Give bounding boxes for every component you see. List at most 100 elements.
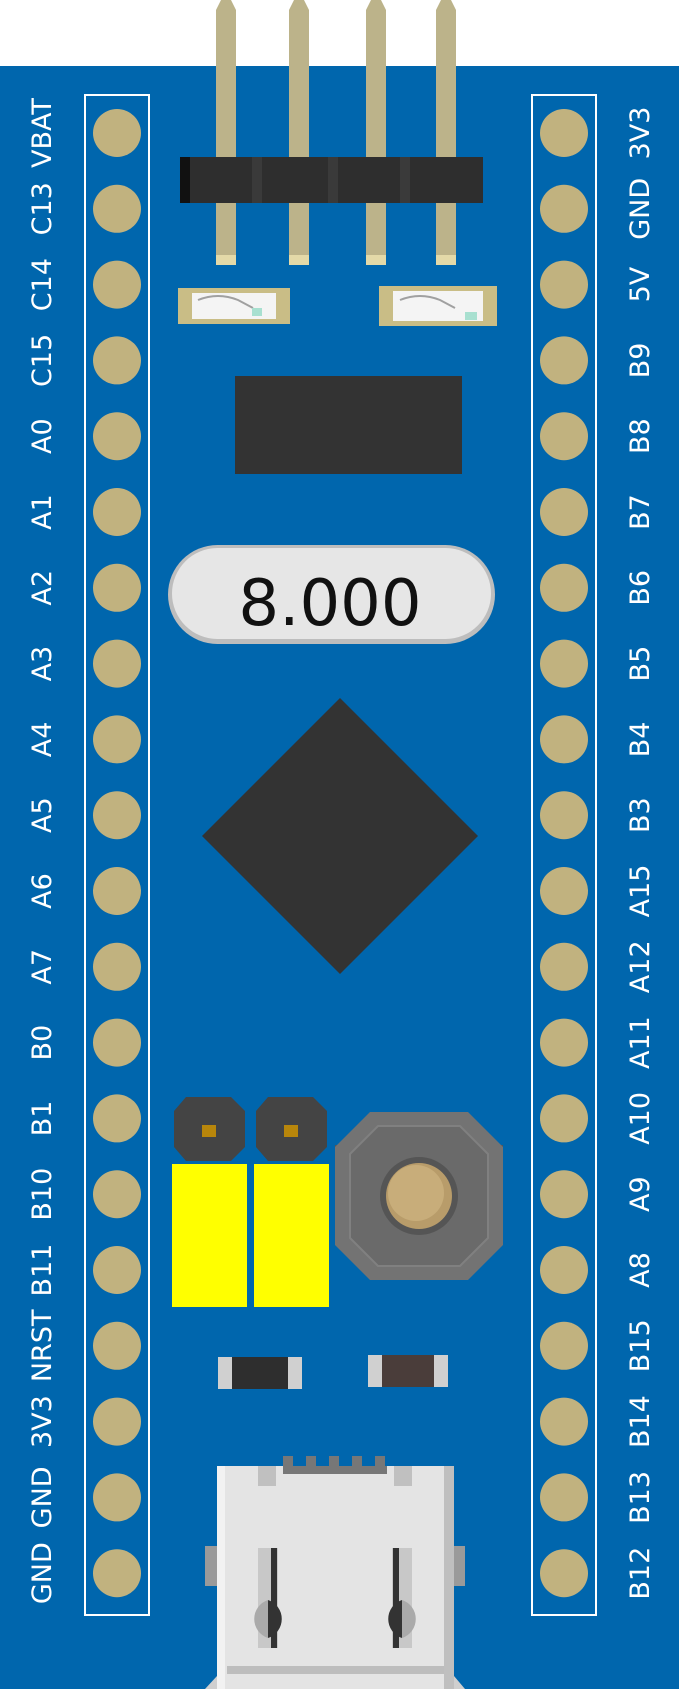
right-header-pad bbox=[540, 488, 588, 536]
crystal-label: 8.000 bbox=[238, 567, 421, 641]
right-header-pad bbox=[540, 1246, 588, 1294]
left-header-pad bbox=[93, 639, 141, 688]
right-header-pad bbox=[540, 1170, 588, 1219]
left-header-pad bbox=[93, 1246, 141, 1294]
four-pin-header bbox=[180, 0, 483, 265]
header-pin bbox=[366, 0, 386, 265]
right-header-pad bbox=[540, 1549, 588, 1598]
right-header-pad bbox=[540, 867, 588, 915]
reset-button bbox=[335, 1112, 503, 1280]
right-header-pad bbox=[540, 639, 588, 688]
left-pin-label: GND bbox=[27, 1542, 58, 1604]
crystal-oscillator: 8.000 bbox=[168, 545, 495, 644]
right-header-pad bbox=[540, 260, 588, 309]
right-pin-label: B6 bbox=[625, 570, 656, 606]
left-pin-label: A1 bbox=[27, 494, 58, 530]
right-pads bbox=[540, 109, 588, 1598]
left-header-pad bbox=[93, 1473, 141, 1522]
header-pin bbox=[216, 0, 236, 265]
left-header-pad bbox=[93, 942, 141, 991]
regulator-chip bbox=[235, 376, 462, 474]
left-pin-label: A0 bbox=[27, 418, 58, 454]
left-pin-label: A4 bbox=[27, 722, 58, 758]
right-pin-label: B8 bbox=[625, 418, 656, 454]
left-header-pad bbox=[93, 1397, 141, 1446]
mcu-chip bbox=[202, 698, 478, 974]
right-pin-label: B13 bbox=[625, 1471, 656, 1524]
left-pin-label: B1 bbox=[27, 1101, 58, 1137]
left-pin-label: B10 bbox=[27, 1168, 58, 1221]
right-pin-labels: 3V3GND5VB9B8B7B6B5B4B3A15A12A11A10A9A8B1… bbox=[625, 107, 656, 1600]
led-right bbox=[379, 286, 497, 326]
left-header-pad bbox=[93, 184, 141, 233]
right-pin-label: A11 bbox=[625, 1016, 656, 1069]
left-pin-label: C13 bbox=[27, 182, 58, 235]
left-header-pad bbox=[93, 336, 141, 385]
left-header-pad bbox=[93, 791, 141, 840]
right-pin-label: B5 bbox=[625, 646, 656, 682]
left-pin-label: A6 bbox=[27, 873, 58, 909]
right-header-pad bbox=[540, 563, 588, 612]
right-header-pad bbox=[540, 791, 588, 840]
right-header-pad bbox=[540, 336, 588, 385]
left-pin-label: A7 bbox=[27, 949, 58, 985]
left-pin-label: VBAT bbox=[27, 98, 58, 168]
left-pin-label: 3V3 bbox=[27, 1395, 58, 1448]
right-header-pad bbox=[540, 1321, 588, 1370]
right-pin-label: B12 bbox=[625, 1547, 656, 1600]
header-pin bbox=[289, 0, 309, 265]
left-header-pad bbox=[93, 563, 141, 612]
left-header-pad bbox=[93, 1549, 141, 1598]
right-pin-label: A15 bbox=[625, 865, 656, 918]
right-pin-label: A12 bbox=[625, 940, 656, 993]
right-header-pad bbox=[540, 184, 588, 233]
left-header-pad bbox=[93, 1170, 141, 1219]
right-pin-label: A9 bbox=[625, 1176, 656, 1212]
right-pin-label: 5V bbox=[625, 266, 656, 302]
left-header-pad bbox=[93, 1094, 141, 1143]
right-pin-label: B4 bbox=[625, 722, 656, 758]
right-header-pad bbox=[540, 1397, 588, 1446]
right-header-pad bbox=[540, 412, 588, 461]
right-header-pad bbox=[540, 1094, 588, 1143]
right-pin-label: B14 bbox=[625, 1395, 656, 1448]
left-header-pad bbox=[93, 260, 141, 309]
right-pin-label: B7 bbox=[625, 494, 656, 530]
right-pin-label: GND bbox=[625, 178, 656, 240]
right-pin-label: B15 bbox=[625, 1319, 656, 1372]
left-header-pad bbox=[93, 488, 141, 536]
boot0-jumper bbox=[172, 1097, 247, 1307]
left-header-pad bbox=[93, 1321, 141, 1370]
left-pin-label: C15 bbox=[27, 334, 58, 387]
left-pin-label: A5 bbox=[27, 797, 58, 833]
left-pin-header-outline bbox=[84, 94, 150, 1616]
left-header-pad bbox=[93, 715, 141, 764]
right-header-pad bbox=[540, 109, 588, 157]
left-pin-labels: VBAT C13C14C15A0A1A2A3A4A5A6A7B0B1B10B11N… bbox=[27, 98, 58, 1605]
left-pin-label: B11 bbox=[27, 1244, 58, 1297]
right-pin-label: B9 bbox=[625, 343, 656, 379]
left-pin-label: A3 bbox=[27, 646, 58, 682]
left-pin-label: B0 bbox=[27, 1025, 58, 1061]
left-pin-label: A2 bbox=[27, 570, 58, 606]
right-header-pad bbox=[540, 1473, 588, 1522]
left-pin-label: GND bbox=[27, 1466, 58, 1528]
left-pads bbox=[93, 109, 141, 1598]
left-pin-label: C14 bbox=[27, 258, 58, 311]
left-pin-label: NRST bbox=[27, 1309, 58, 1382]
left-header-pad bbox=[93, 867, 141, 915]
right-header-pad bbox=[540, 942, 588, 991]
right-pin-label: B3 bbox=[625, 797, 656, 833]
left-header-pad bbox=[93, 1018, 141, 1067]
boot1-jumper bbox=[254, 1097, 329, 1307]
resistor-right bbox=[368, 1355, 448, 1387]
right-header-pad bbox=[540, 715, 588, 764]
left-header-pad bbox=[93, 412, 141, 461]
right-pin-label: A10 bbox=[625, 1092, 656, 1145]
resistor-left bbox=[218, 1357, 302, 1389]
right-pin-header-outline bbox=[531, 94, 597, 1616]
header-pin bbox=[436, 0, 456, 265]
led-left bbox=[178, 288, 290, 324]
left-header-pad bbox=[93, 109, 141, 157]
